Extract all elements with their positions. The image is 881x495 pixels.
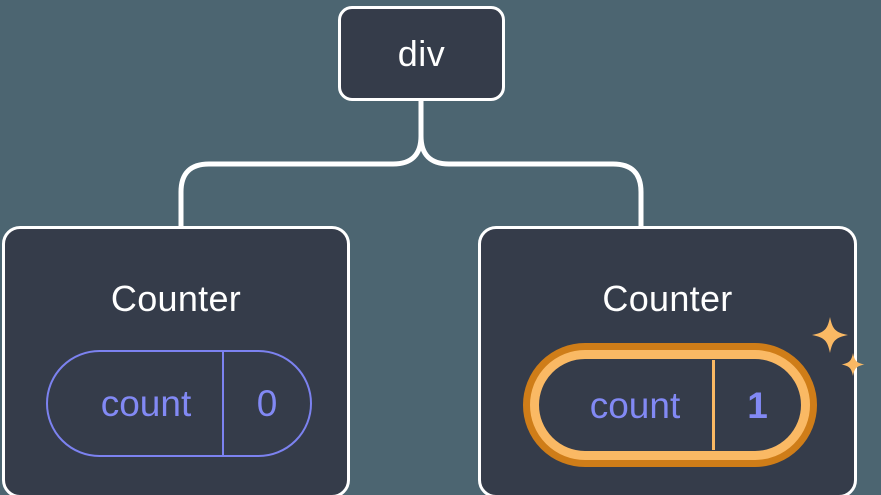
state-pill-right-highlight[interactable]: count 1: [523, 343, 817, 467]
node-counter-right-title: Counter: [602, 278, 733, 319]
state-value-right: 1: [712, 360, 800, 450]
node-counter-left[interactable]: Counter count 0: [2, 226, 350, 495]
node-counter-left-title: Counter: [110, 278, 242, 319]
state-key-right: count: [589, 384, 681, 426]
node-div-label: div: [397, 32, 446, 74]
highlight-ring-inner: [530, 350, 810, 460]
state-pill-left[interactable]: count 0: [46, 350, 312, 457]
sparkle-small-icon: [841, 353, 865, 376]
highlight-ring-outer: [523, 343, 817, 467]
connector-edge-right: [418, 98, 644, 231]
node-div[interactable]: div: [338, 6, 505, 101]
connector-edge-left: [178, 98, 424, 231]
node-counter-right[interactable]: Counter count 1: [478, 226, 865, 495]
state-value-left: 0: [222, 352, 310, 455]
state-key-left: count: [100, 383, 192, 424]
sparkle-large-icon: [812, 317, 848, 353]
state-pill-right: count 1: [540, 360, 800, 450]
